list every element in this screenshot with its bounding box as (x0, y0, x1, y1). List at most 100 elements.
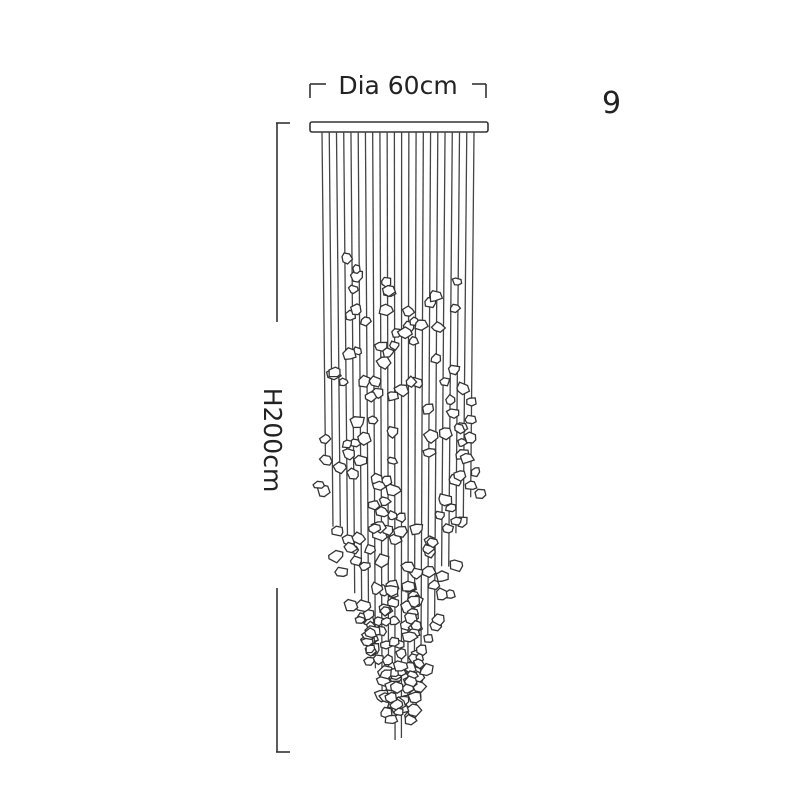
crystal-stone (343, 541, 359, 554)
crystal-stone (380, 616, 392, 627)
crystal-stone (445, 393, 456, 406)
pendant-rod (427, 131, 432, 642)
crystal-stone (419, 662, 434, 677)
crystal-stone (378, 303, 395, 317)
crystal-stone (388, 636, 400, 647)
crystal-stone (392, 525, 408, 538)
crystal-stone (464, 480, 478, 491)
pendant-rod (335, 131, 341, 527)
crystal-stone (441, 523, 455, 534)
pendant-rod (343, 131, 349, 548)
crystal-stone (438, 377, 451, 387)
crystal-stone (474, 488, 487, 500)
crystal-stone (362, 656, 375, 666)
crystal-stone (410, 619, 422, 631)
width-dimension (309, 83, 487, 98)
crystal-stone (401, 580, 416, 592)
crystal-stone (362, 609, 375, 621)
pendant-rod (357, 131, 363, 611)
crystal-stone (421, 565, 437, 579)
crystal-stone (367, 500, 381, 511)
crystal-stone (312, 480, 326, 489)
crystal-stone (459, 452, 476, 465)
pendant-rod (379, 131, 383, 694)
crystal-stone (331, 525, 344, 537)
crystal-stone (400, 561, 416, 574)
crystal-stone (359, 316, 373, 327)
crystal-stone (466, 397, 477, 407)
crystal-stone (365, 644, 376, 654)
crystal-stone (422, 447, 437, 458)
crystal-stone (423, 634, 434, 643)
crystal-stone (438, 427, 453, 441)
crystal-stone (351, 263, 361, 275)
crystal-stone (405, 375, 418, 389)
crystal-stone (451, 277, 463, 286)
crystal-stone (435, 587, 448, 601)
crystal-stone (381, 653, 394, 666)
ceiling-canopy (309, 121, 489, 133)
crystal-stone (429, 289, 444, 303)
height-label: H200cm (258, 388, 287, 493)
crystal-stone (421, 403, 435, 415)
pendant-rod (328, 131, 334, 527)
crystal-stone (347, 284, 359, 295)
crystal-stone (389, 680, 404, 694)
crystal-stone (363, 627, 378, 639)
crystal-stone (328, 366, 341, 378)
pendant-rod (433, 131, 439, 617)
crystal-stone (463, 431, 477, 444)
crystal-stone (464, 414, 477, 425)
crystal-stone (375, 356, 392, 371)
crystal-stone (426, 537, 439, 549)
pendant-rod (420, 131, 424, 654)
crystal-stone (449, 303, 462, 314)
crystal-stone (349, 416, 365, 429)
crystal-stone (385, 483, 403, 497)
crystal-stone (415, 644, 428, 657)
crystal-stone (342, 347, 357, 361)
crystal-stone (373, 553, 390, 569)
crystal-stone (368, 375, 382, 388)
crystal-stone (444, 503, 457, 513)
crystal-stone (386, 456, 399, 465)
crystal-stone (435, 570, 449, 583)
crystal-stone (438, 493, 453, 507)
crystal-stone (394, 647, 407, 660)
pendant-rod (321, 131, 327, 466)
crystal-stone (381, 284, 397, 298)
crystal-stone (453, 470, 467, 482)
crystal-stone (401, 631, 419, 643)
crystal-stone (353, 454, 368, 467)
crystal-stone (341, 448, 355, 461)
width-label: Dia 60cm (338, 71, 457, 100)
crystal-stone (373, 341, 388, 352)
crystal-stone (406, 595, 421, 609)
crystal-stone (401, 305, 416, 317)
crystal-stone (367, 523, 382, 535)
crystal-stone (379, 606, 392, 617)
crystal-stone (457, 437, 469, 447)
crystal-stone (430, 321, 447, 334)
crystal-stone (367, 415, 379, 425)
crystal-stone (434, 510, 445, 521)
crystal-stone (422, 428, 439, 444)
crystal-stone (403, 675, 418, 688)
height-dimension (276, 122, 290, 753)
crystal-stone (445, 408, 460, 420)
crystal-stone (349, 269, 364, 283)
crystal-stones (312, 252, 487, 726)
crystal-stone (364, 391, 378, 403)
pendant-rod (448, 131, 453, 567)
crystal-stone (392, 707, 404, 716)
crystal-stone (447, 364, 461, 376)
crystal-stone (371, 387, 384, 400)
crystal-stone (384, 585, 399, 598)
crystal-stone (387, 597, 400, 608)
crystal-stone (404, 713, 418, 726)
crystal-stone (412, 658, 426, 670)
crystal-stone (450, 516, 463, 526)
page-number: 9 (602, 86, 622, 121)
crystal-stone (449, 559, 464, 573)
